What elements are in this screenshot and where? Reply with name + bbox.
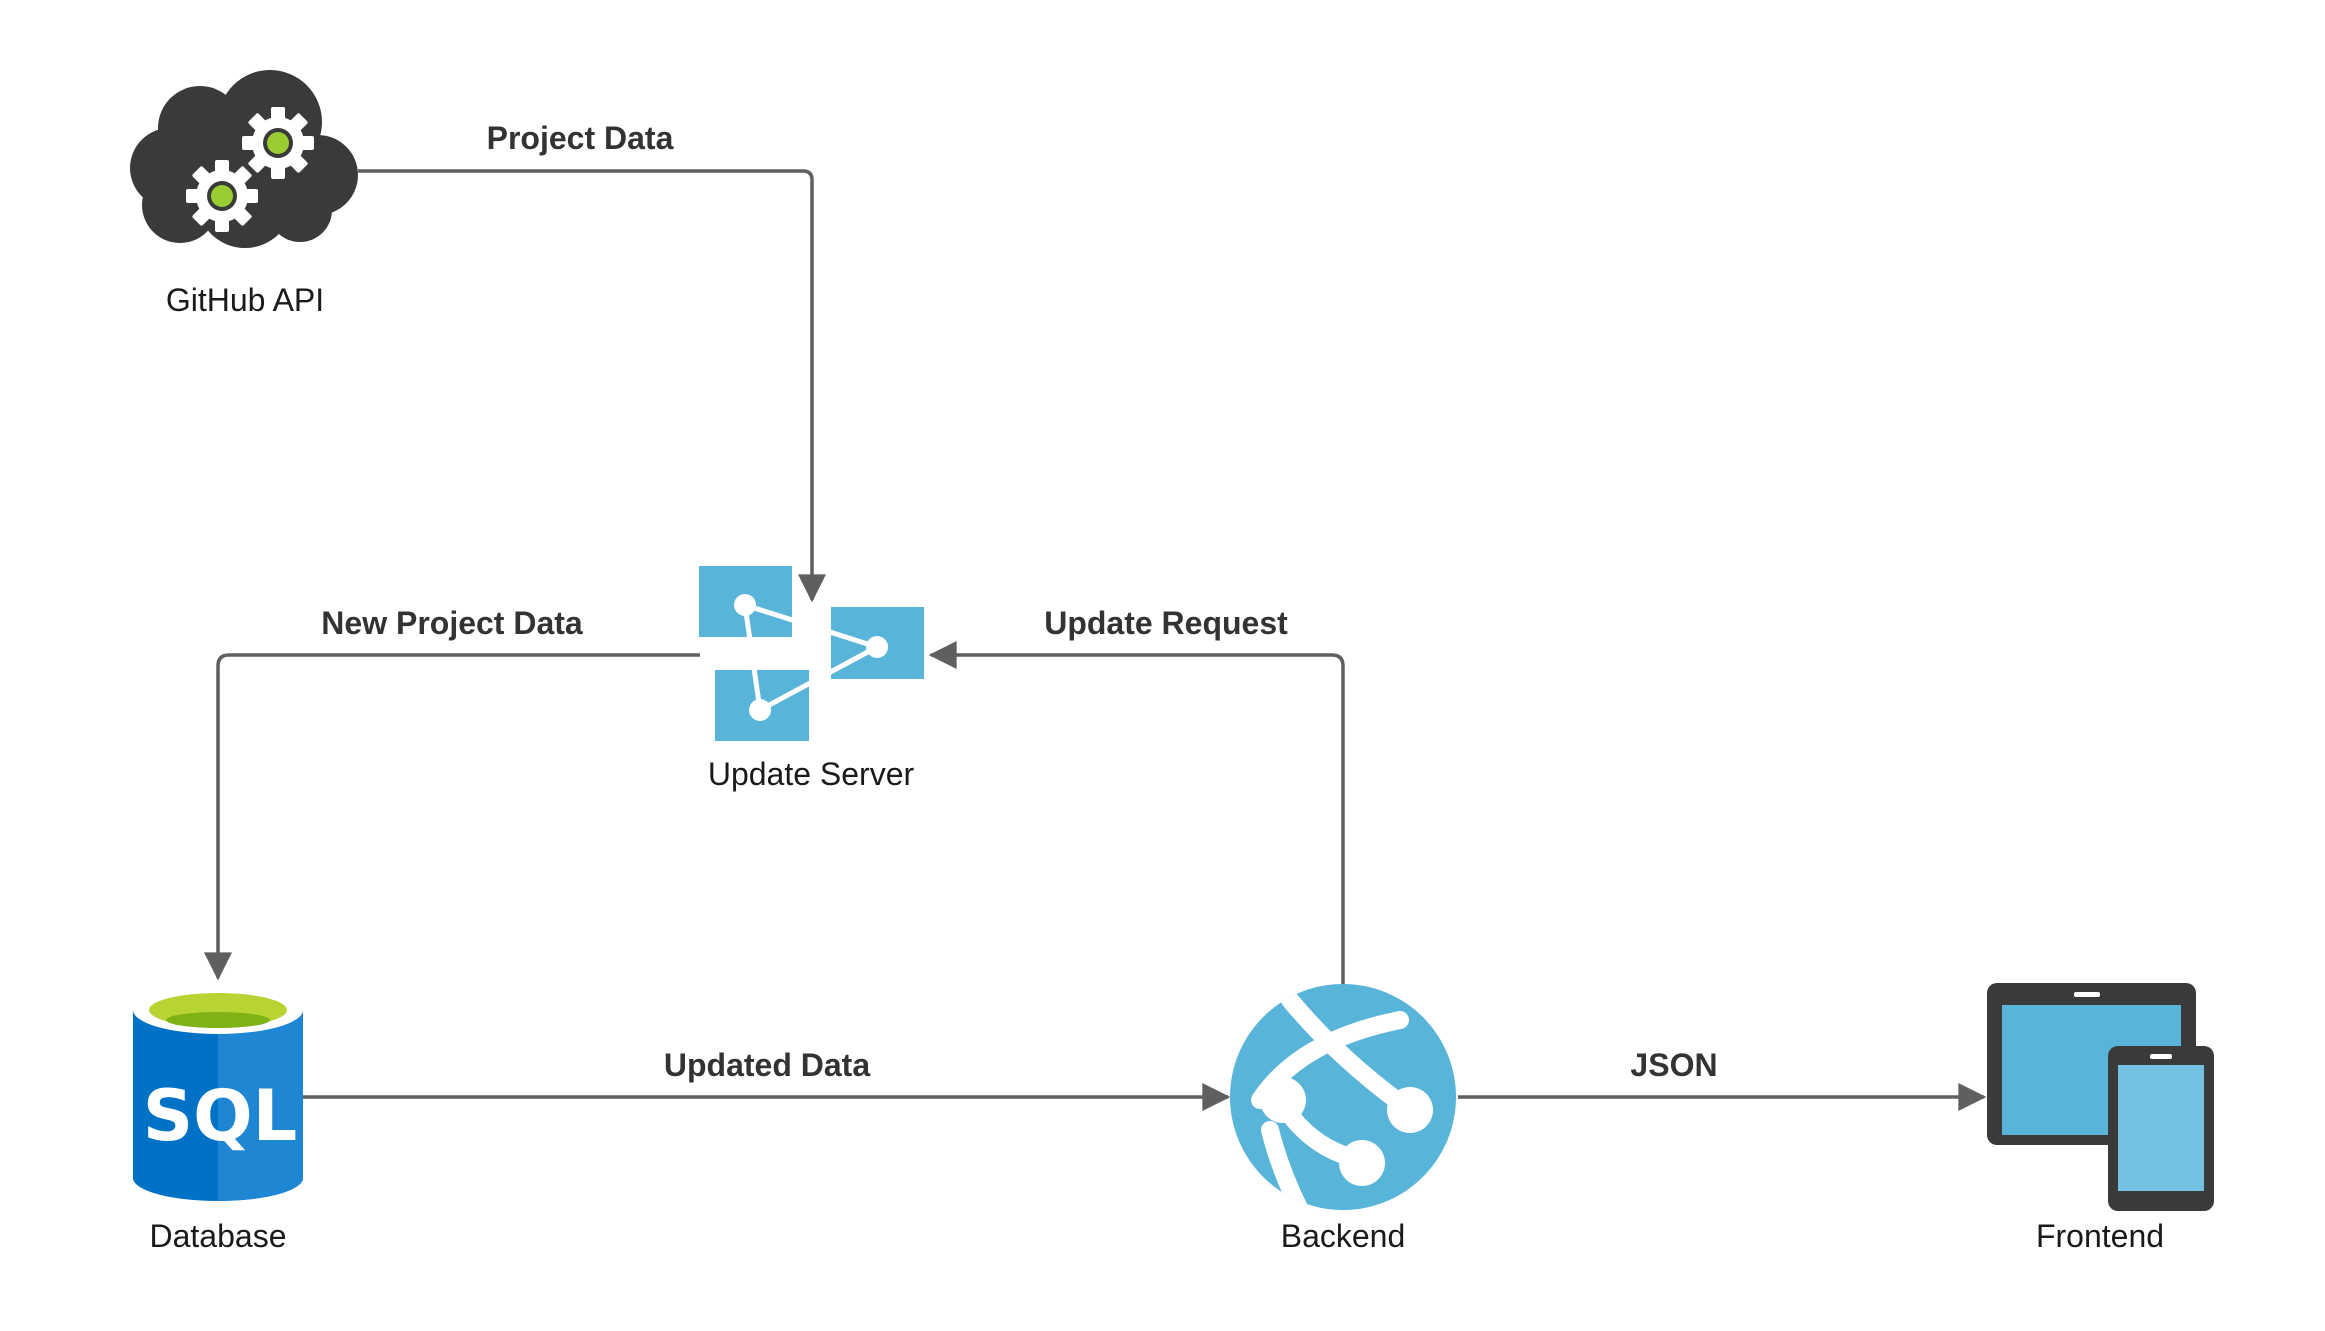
- node-label-github-api: GitHub API: [166, 282, 324, 318]
- edge-update-request: Update Request: [928, 605, 1345, 985]
- edge-label-project-data: Project Data: [487, 120, 674, 156]
- web-app-globe-icon: [1230, 984, 1456, 1210]
- sql-badge: SQL: [143, 1075, 298, 1157]
- edge-label-json: JSON: [1630, 1047, 1717, 1083]
- edge-label-updated-data: Updated Data: [664, 1047, 870, 1083]
- node-update-server: Update Server: [699, 566, 924, 792]
- sql-database-icon: SQL: [133, 986, 303, 1201]
- node-frontend: Frontend: [1987, 983, 2214, 1254]
- node-label-backend: Backend: [1281, 1218, 1406, 1254]
- edge-label-update-request: Update Request: [1044, 605, 1288, 641]
- edge-label-new-project-data: New Project Data: [321, 605, 583, 641]
- node-database: SQL Database: [133, 986, 303, 1254]
- node-github-api: GitHub API: [130, 70, 358, 318]
- node-backend: Backend: [1230, 984, 1456, 1254]
- edge-json: JSON: [1458, 1047, 1987, 1111]
- node-label-frontend: Frontend: [2036, 1218, 2164, 1254]
- edge-updated-data: Updated Data: [302, 1047, 1231, 1111]
- cloud-gears-icon: [130, 70, 358, 248]
- node-label-update-server: Update Server: [708, 756, 915, 792]
- edge-project-data: Project Data: [358, 120, 826, 603]
- edge-new-project-data: New Project Data: [204, 605, 700, 981]
- service-fabric-icon: [699, 566, 924, 741]
- tablet-phone-icon: [1987, 983, 2214, 1211]
- node-label-database: Database: [150, 1218, 287, 1254]
